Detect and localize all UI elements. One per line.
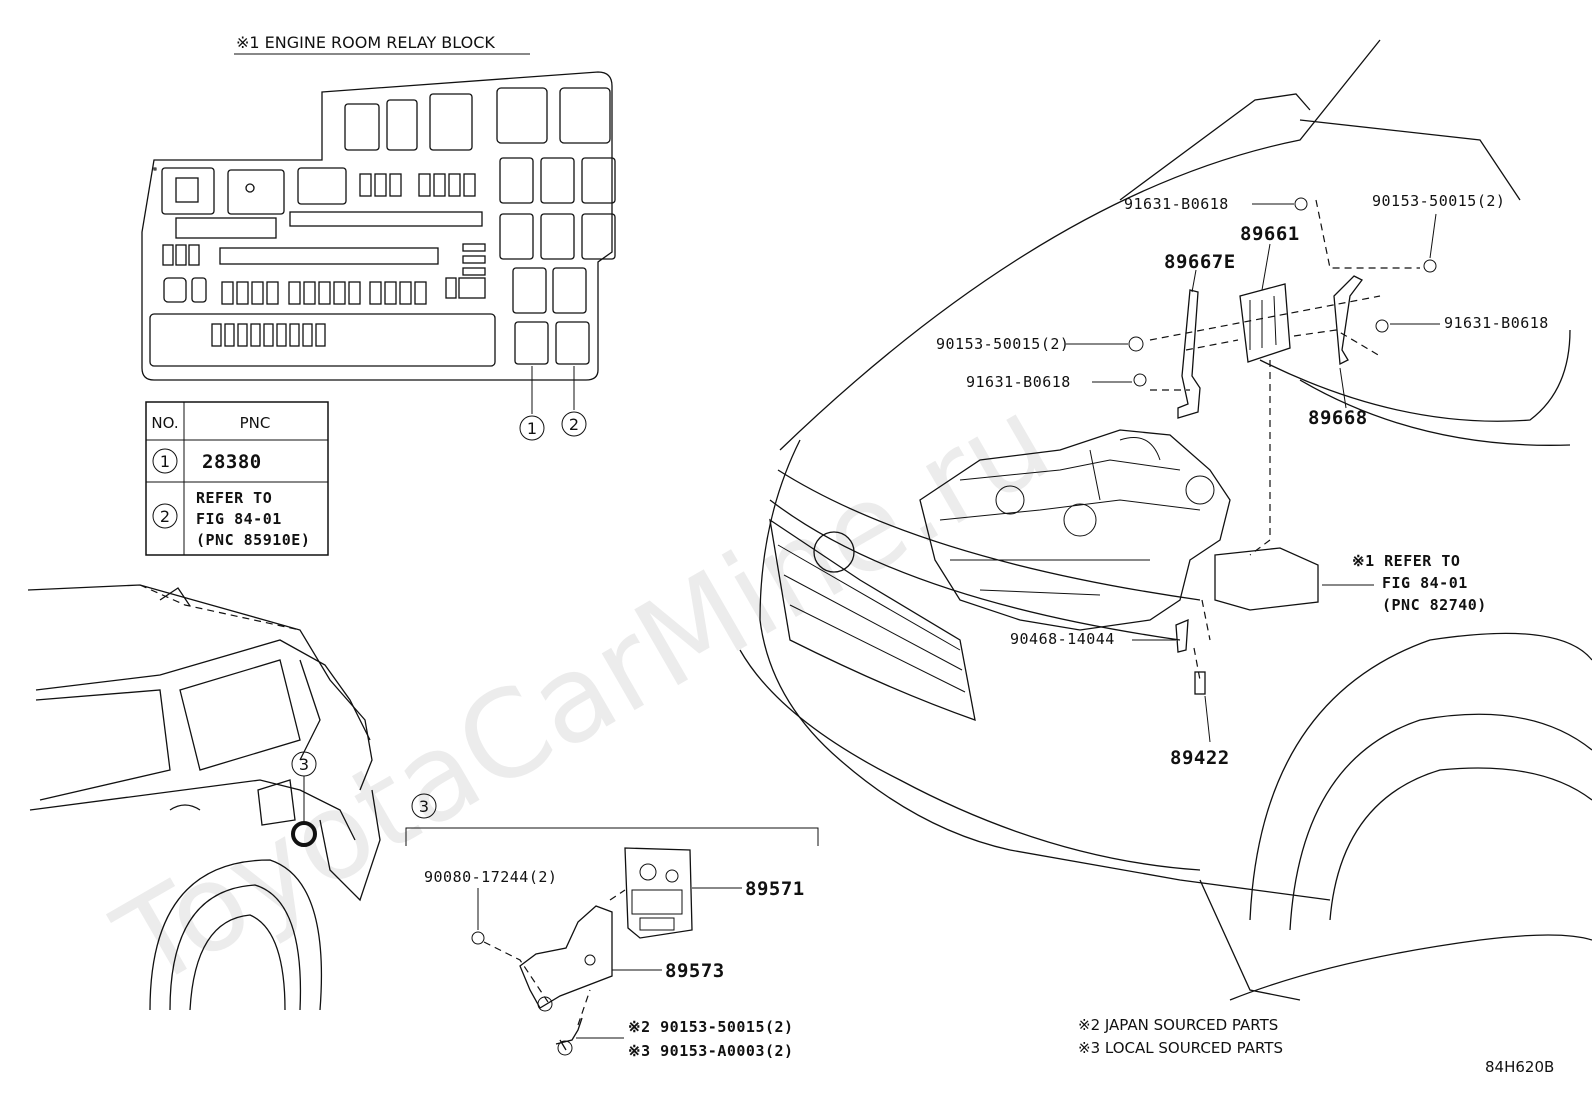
rear-vehicle-view: 3 [27, 584, 381, 1011]
table-header-pnc: PNC [240, 414, 271, 432]
table-row-pnc: 28380 [202, 451, 262, 473]
bolt [1133, 373, 1147, 387]
figure-code: 84H620B [1485, 1058, 1554, 1076]
legend: ※2 JAPAN SOURCED PARTS ※3 LOCAL SOURCED … [1078, 1016, 1283, 1057]
label-relay-ref: FIG 84-01 [1382, 574, 1468, 592]
table-row-pnc-line: REFER TO [196, 489, 272, 507]
callout-1 [519, 415, 545, 441]
label-sensor: 89422 [1170, 747, 1230, 769]
label-screw-right-top: 90153-50015(2) [1372, 192, 1505, 210]
table-row-no: 2 [160, 507, 170, 526]
detail-3: 3 90080-17244(2) 89571 89573 ※2 90153-50… [405, 793, 819, 1060]
bolt [471, 931, 485, 945]
table-row-pnc-line: FIG 84-01 [196, 510, 282, 528]
svg-text:1: 1 [527, 419, 537, 438]
label-ecu: 89661 [1240, 223, 1300, 245]
module-location-marker [291, 821, 317, 847]
label-bracket-right: 89668 [1308, 407, 1368, 429]
legend-line: ※2 JAPAN SOURCED PARTS [1078, 1016, 1278, 1034]
relay-sockets [149, 87, 616, 367]
table-header-no: NO. [151, 414, 178, 432]
svg-text:3: 3 [419, 797, 429, 816]
label-bolt-left: 91631-B0618 [966, 373, 1071, 391]
front-vehicle-view: 91631-B0618 90153-50015(2) 89661 89667E … [739, 39, 1592, 1001]
engine [919, 429, 1231, 631]
module-bracket [519, 905, 613, 1009]
clip [1175, 618, 1189, 653]
label-module: 89571 [745, 878, 805, 900]
label-screw-left: 90153-50015(2) [936, 335, 1069, 353]
svg-text:3: 3 [299, 755, 309, 774]
callout-2 [561, 411, 587, 437]
label-clip: 90468-14044 [1010, 630, 1115, 648]
label-bolt: 90080-17244(2) [424, 868, 557, 886]
pnc-table: NO. PNC 1 28380 2 REFER TO FIG 84-01 (PN… [145, 401, 329, 556]
screw [1423, 259, 1437, 273]
ecu-bracket-left [1177, 289, 1201, 419]
label-screw-jp: ※2 90153-50015(2) [628, 1018, 794, 1036]
airbag-module [624, 847, 693, 939]
screw [1128, 336, 1144, 352]
sensor [1194, 671, 1206, 695]
bolt [1375, 319, 1389, 333]
table-row-pnc-line: (PNC 85910E) [196, 531, 310, 549]
callout-3 [291, 751, 317, 777]
table-row-no: 1 [160, 452, 170, 471]
label-bolt-right: 91631-B0618 [1444, 314, 1549, 332]
label-screw-local: ※3 90153-A0003(2) [628, 1042, 794, 1060]
legend-line: ※3 LOCAL SOURCED PARTS [1078, 1039, 1283, 1057]
bolt [1294, 197, 1308, 211]
label-relay-ref: ※1 REFER TO [1352, 552, 1460, 570]
relay-block: ※1 ENGINE ROOM RELAY BLOCK [141, 33, 616, 441]
label-bracket: 89573 [665, 960, 725, 982]
screw [557, 1040, 573, 1056]
label-top-bolt: 91631-B0618 [1124, 195, 1229, 213]
ecu-bracket-right [1333, 275, 1363, 366]
relay-block-outline [141, 71, 613, 381]
svg-text:2: 2 [569, 415, 579, 434]
engine-ecu [1239, 283, 1291, 363]
label-bracket-left: 89667E [1164, 251, 1236, 273]
label-relay-ref: (PNC 82740) [1382, 596, 1487, 614]
callout-3 [411, 793, 437, 819]
relay-block-title: ※1 ENGINE ROOM RELAY BLOCK [236, 33, 495, 52]
